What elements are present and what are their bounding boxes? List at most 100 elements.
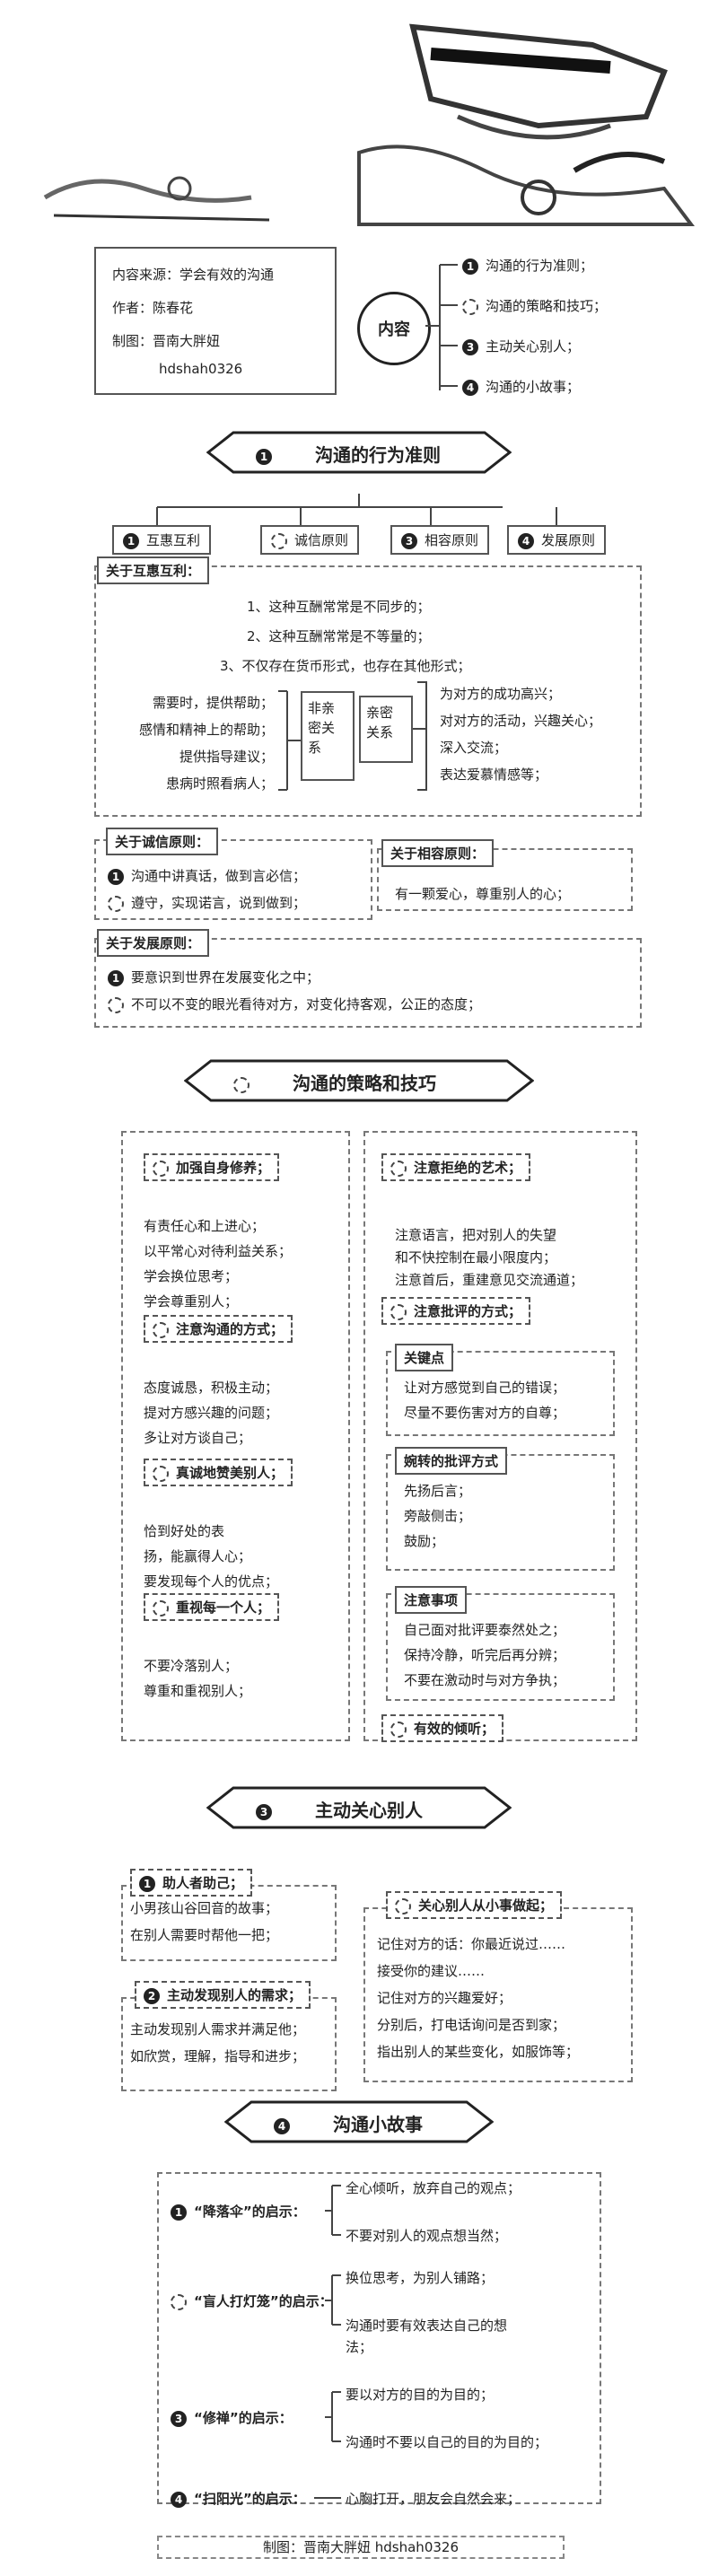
nonintimate-item: 感情和精神上的帮助；: [139, 722, 275, 738]
s3-b2-item: 如欣赏，理解，指导和进步；: [130, 2048, 306, 2064]
content-item-label: 沟通的策略和技巧；: [486, 298, 608, 314]
s3-b1-title-label: 助人者助己；: [162, 1875, 244, 1891]
story-title: 4“扫阳光”的启示：: [171, 2489, 306, 2508]
tactic-5-item: 注意语言，把对别人的失望: [395, 1227, 557, 1243]
number-badge-icon: 3: [256, 1803, 272, 1820]
tactic-5-header: 注意拒绝的艺术；: [381, 1153, 531, 1181]
huhui-box: [94, 565, 642, 817]
tactic-title: 注意沟通的方式；: [176, 1321, 285, 1337]
key-points-item: 让对方感觉到自己的错误；: [404, 1380, 566, 1396]
criticism-notes-item: 不要在激动时与对方争执；: [404, 1672, 566, 1688]
story-title: 1 “降落伞”的启示：: [171, 2202, 306, 2221]
s3-b1-title: 1 助人者助己；: [130, 1869, 253, 1897]
story-item: 不要对别人的观点想当然；: [346, 2228, 508, 2244]
number-badge-icon: [395, 1897, 411, 1914]
story-item: 要以对方的目的为目的；: [346, 2387, 495, 2403]
tactic-header: 重视每一个人；: [144, 1593, 280, 1621]
section-title-label: 主动关心别人: [315, 1800, 423, 1821]
number-badge-icon: 1: [171, 2204, 187, 2221]
content-item-label: 主动关心别人；: [486, 338, 581, 355]
story-title-label: “盲人打灯笼”的启示：: [194, 2293, 333, 2309]
nonintimate-item: 患病时照看病人；: [166, 775, 275, 792]
number-badge-icon: 1: [139, 1875, 155, 1892]
tactic-header: 加强自身修养；: [144, 1153, 280, 1181]
source-label: 内容来源：: [112, 267, 180, 283]
header-illustration: [36, 18, 700, 233]
number-badge-icon: 1: [256, 448, 272, 465]
number-badge-icon: 2: [144, 1987, 160, 2004]
principle-item: 3 相容原则: [390, 525, 490, 555]
fazhan-box: [94, 938, 642, 1028]
principle-item: 诚信原则: [260, 525, 360, 555]
number-badge-icon: [171, 2293, 187, 2310]
story-title-label: “降落伞”的启示：: [194, 2204, 306, 2220]
number-badge-icon: [271, 532, 287, 549]
s2-left-box: [121, 1131, 350, 1741]
chengxin-item-label: 遵守，实现诺言，说到做到；: [131, 895, 307, 911]
story-title: “盲人打灯笼”的启示：: [171, 2291, 333, 2310]
criticism-notes-item: 保持冷静，听完后再分辨；: [404, 1647, 566, 1663]
tactic-7-header-label: 有效的倾听；: [414, 1721, 495, 1737]
number-badge-icon: [108, 895, 124, 912]
xiangrong-text: 有一颗爱心，尊重别人的心；: [395, 886, 571, 902]
tactic-6-header: 注意批评的方式；: [381, 1297, 531, 1325]
criticism-notes-item: 自己面对批评要泰然处之；: [404, 1622, 566, 1638]
maker-label: 制图：: [112, 333, 153, 349]
content-item-label: 沟通的行为准则；: [486, 258, 594, 274]
diamond-badge-icon: [153, 1599, 169, 1617]
author-value: 陈春花: [153, 300, 194, 316]
story-title: 3“修禅”的启示：: [171, 2408, 293, 2427]
s1-banner: [206, 431, 512, 474]
huhui-point: 1、这种互酬常常是不同步的；: [247, 599, 431, 615]
number-badge-icon: 4: [462, 379, 478, 396]
diamond-badge-icon: [153, 1321, 169, 1338]
huhui-point: 3、不仅存在货币形式，也存在其他形式；: [220, 658, 471, 674]
fazhan-item: 不可以不变的眼光看待对方，对变化持客观，公正的态度；: [108, 994, 481, 1013]
s3-b3-item: 指出别人的某些变化，如服饰等；: [377, 2044, 580, 2060]
criticism-notes-box: [386, 1593, 615, 1701]
story-item: 沟通时要有效表达自己的想: [346, 2318, 508, 2334]
xiangrong-title: 关于相容原则：: [381, 839, 495, 867]
info-box: 内容来源：学会有效的沟通 作者：陈春花 制图：晋南大胖妞 hdshah0326: [94, 247, 337, 395]
number-badge-icon: [462, 298, 478, 315]
intimate-item: 表达爱慕情感等；: [440, 767, 548, 783]
xiangrong-box: [377, 848, 633, 911]
footer-bar: 制图：晋南大胖妞 hdshah0326: [157, 2536, 565, 2559]
story-item: 法；: [346, 2339, 373, 2355]
key-points-item: 尽量不要伤害对方的自尊；: [404, 1405, 566, 1421]
s3-b2-title: 2 主动发现别人的需求；: [135, 1981, 311, 2009]
tactic-item: 尊重和重视别人；: [144, 1683, 252, 1699]
story-title-label: “扫阳光”的启示：: [194, 2491, 306, 2507]
tactic-item: 学会换位思考；: [144, 1268, 239, 1284]
s3-b3-item: 分别后，打电话询问是否到家；: [377, 2017, 566, 2033]
number-badge-icon: [233, 1076, 250, 1093]
s2-title: 沟通的策略和技巧: [233, 1069, 436, 1095]
intimate-box: 亲密关系: [359, 696, 413, 763]
diamond-badge-icon: [390, 1721, 407, 1738]
s3-b3-item: 记住对方的话：你最近说过……: [377, 1936, 566, 1952]
principle-label: 相容原则: [425, 532, 479, 548]
story-item: 全心倾听，放弃自己的观点；: [346, 2180, 521, 2196]
chengxin-item-label: 沟通中讲真话，做到言必信；: [131, 868, 307, 884]
principle-label: 互惠互利: [146, 532, 201, 548]
section-title-label: 沟通小故事: [333, 2114, 423, 2135]
tactful-criticism-title: 婉转的批评方式: [395, 1447, 508, 1475]
principle-label: 发展原则: [541, 532, 596, 548]
tactic-item: 不要冷落别人；: [144, 1658, 239, 1674]
key-points-title: 关键点: [395, 1344, 454, 1371]
tactic-header: 注意沟通的方式；: [144, 1315, 293, 1343]
tactic-item: 多让对方谈自己；: [144, 1430, 252, 1446]
s3-b2-title-label: 主动发现别人的需求；: [167, 1987, 302, 2003]
tactful-criticism-item: 旁敲侧击；: [404, 1508, 472, 1524]
chengxin-title: 关于诚信原则：: [106, 828, 219, 855]
s4-box: [157, 2172, 601, 2504]
chengxin-item: 遵守，实现诺言，说到做到；: [108, 893, 306, 912]
tactic-5-header-label: 注意拒绝的艺术；: [414, 1160, 522, 1176]
number-badge-icon: 3: [401, 532, 417, 549]
tactful-criticism-item: 先扬后言；: [404, 1483, 472, 1499]
intimate-item: 为对方的成功高兴；: [440, 686, 562, 702]
